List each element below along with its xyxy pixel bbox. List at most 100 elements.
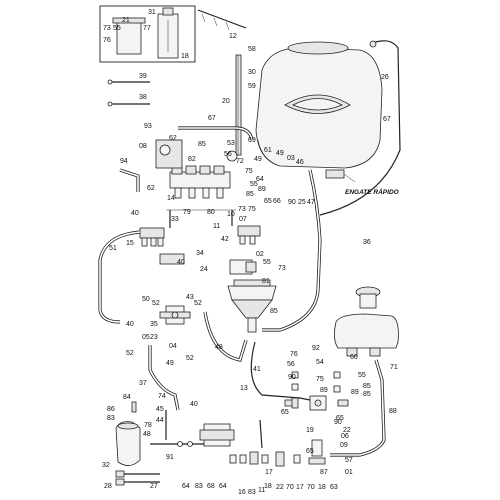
spray-wands — [115, 470, 160, 486]
nozzle-set-lower — [159, 253, 257, 275]
callout-label: 67 — [208, 115, 216, 122]
callout-label: 30 — [248, 69, 256, 76]
callout-label: 19 — [306, 427, 314, 434]
callout-label: 88 — [389, 408, 397, 415]
callout-label: 13 — [240, 385, 248, 392]
hose-bottom-center — [259, 419, 263, 449]
callout-label: 04 — [169, 343, 177, 350]
callout-label: 26 — [381, 74, 389, 81]
callout-label: 61 — [264, 147, 272, 154]
callout-label: 73 — [278, 265, 286, 272]
callout-label: 57 — [345, 457, 353, 464]
rod-parts — [107, 79, 150, 107]
callout-label: 64 — [182, 483, 190, 490]
callout-label: 46 — [296, 159, 304, 166]
callout-label: 50 — [142, 296, 150, 303]
callout-label: 37 — [139, 380, 147, 387]
callout-label: 65 — [336, 415, 344, 422]
callout-label: 52 — [194, 300, 202, 307]
callout-label: 71 — [390, 364, 398, 371]
inline-filter-funnel — [227, 279, 277, 333]
callout-label: 34 — [196, 250, 204, 257]
callout-label: 54 — [316, 359, 324, 366]
callout-label: 93 — [144, 123, 152, 130]
callout-label: 76 — [103, 37, 111, 44]
callout-label: 21 — [122, 17, 130, 24]
callout-label: 11 — [213, 223, 220, 230]
hose-36 — [262, 169, 322, 332]
drain-valve-assembly — [284, 395, 349, 465]
callout-label: 68 — [207, 483, 215, 490]
quick-coupling-label: ENGATE RÁPIDO — [345, 187, 399, 196]
callout-label: 18 — [264, 483, 272, 490]
callout-label: 79 — [183, 209, 191, 216]
callout-label: 70 — [286, 484, 294, 491]
callout-label: 78 — [144, 422, 152, 429]
callout-label: 89 — [351, 389, 359, 396]
return-hose — [319, 40, 401, 216]
callout-label: 72 — [236, 158, 244, 165]
callout-label: 92 — [312, 345, 320, 352]
callout-label: 05 — [142, 334, 150, 341]
callout-label: 89 — [258, 186, 266, 193]
callout-label: 06 — [341, 433, 349, 440]
filter-housing-inset — [112, 7, 179, 59]
valve-manifold — [155, 139, 238, 199]
callout-label: 89 — [320, 387, 328, 394]
callout-label: 83 — [195, 483, 203, 490]
callout-label: 48 — [143, 431, 151, 438]
callout-label: 76 — [290, 351, 298, 358]
callout-label: 09 — [340, 442, 348, 449]
callout-label: 65 — [306, 448, 314, 455]
callout-label: 40 — [126, 321, 134, 328]
callout-label: 33 — [171, 216, 179, 223]
callout-label: 90 — [288, 199, 296, 206]
callout-label: 70 — [307, 484, 315, 491]
callout-label: 84 — [123, 394, 131, 401]
callout-label: 55 — [358, 372, 366, 379]
quick-coupling — [325, 169, 356, 183]
callout-label: 07 — [239, 216, 247, 223]
callout-label: 66 — [273, 198, 281, 205]
callout-label: 39 — [139, 73, 147, 80]
callout-label: 75 — [248, 206, 256, 213]
spray-boom-part — [197, 9, 247, 31]
callout-label: 65 — [264, 198, 272, 205]
callout-label: 63 — [330, 484, 338, 491]
callout-label: 55 — [250, 181, 258, 188]
callout-label: 90 — [288, 374, 296, 381]
callout-label: 62 — [169, 135, 177, 142]
callout-label: 27 — [150, 483, 158, 490]
callout-label: 25 — [298, 199, 306, 206]
callout-label: 12 — [229, 33, 237, 40]
callout-label: 32 — [102, 462, 110, 469]
callout-label: 35 — [150, 321, 158, 328]
callout-label: 86 — [107, 406, 115, 413]
callout-label: 85 — [363, 391, 371, 398]
callout-label: 69 — [248, 137, 256, 144]
callout-label: 40 — [190, 401, 198, 408]
callout-label: 15 — [126, 240, 134, 247]
main-tank — [255, 41, 383, 169]
callout-label: 31 — [148, 9, 156, 16]
callout-label: 85 — [270, 308, 278, 315]
callout-label: 73 — [103, 25, 111, 32]
callout-label: 01 — [345, 469, 353, 476]
callout-label: 10 — [227, 211, 235, 218]
callout-label: 52 — [126, 350, 134, 357]
callout-label: 91 — [166, 454, 174, 461]
callout-label: 94 — [120, 158, 128, 165]
callout-label: 43 — [186, 294, 194, 301]
callout-label: 23 — [150, 334, 158, 341]
callout-label: 44 — [156, 417, 164, 424]
callout-label: 17 — [265, 469, 273, 476]
callout-label: 52 — [186, 355, 194, 362]
callout-label: 11 — [258, 487, 265, 494]
callout-label: 90 — [334, 419, 342, 426]
callout-label: 02 — [256, 251, 264, 258]
callout-label: 36 — [363, 239, 371, 246]
callout-label: 74 — [158, 393, 166, 400]
callout-label: 22 — [276, 484, 284, 491]
